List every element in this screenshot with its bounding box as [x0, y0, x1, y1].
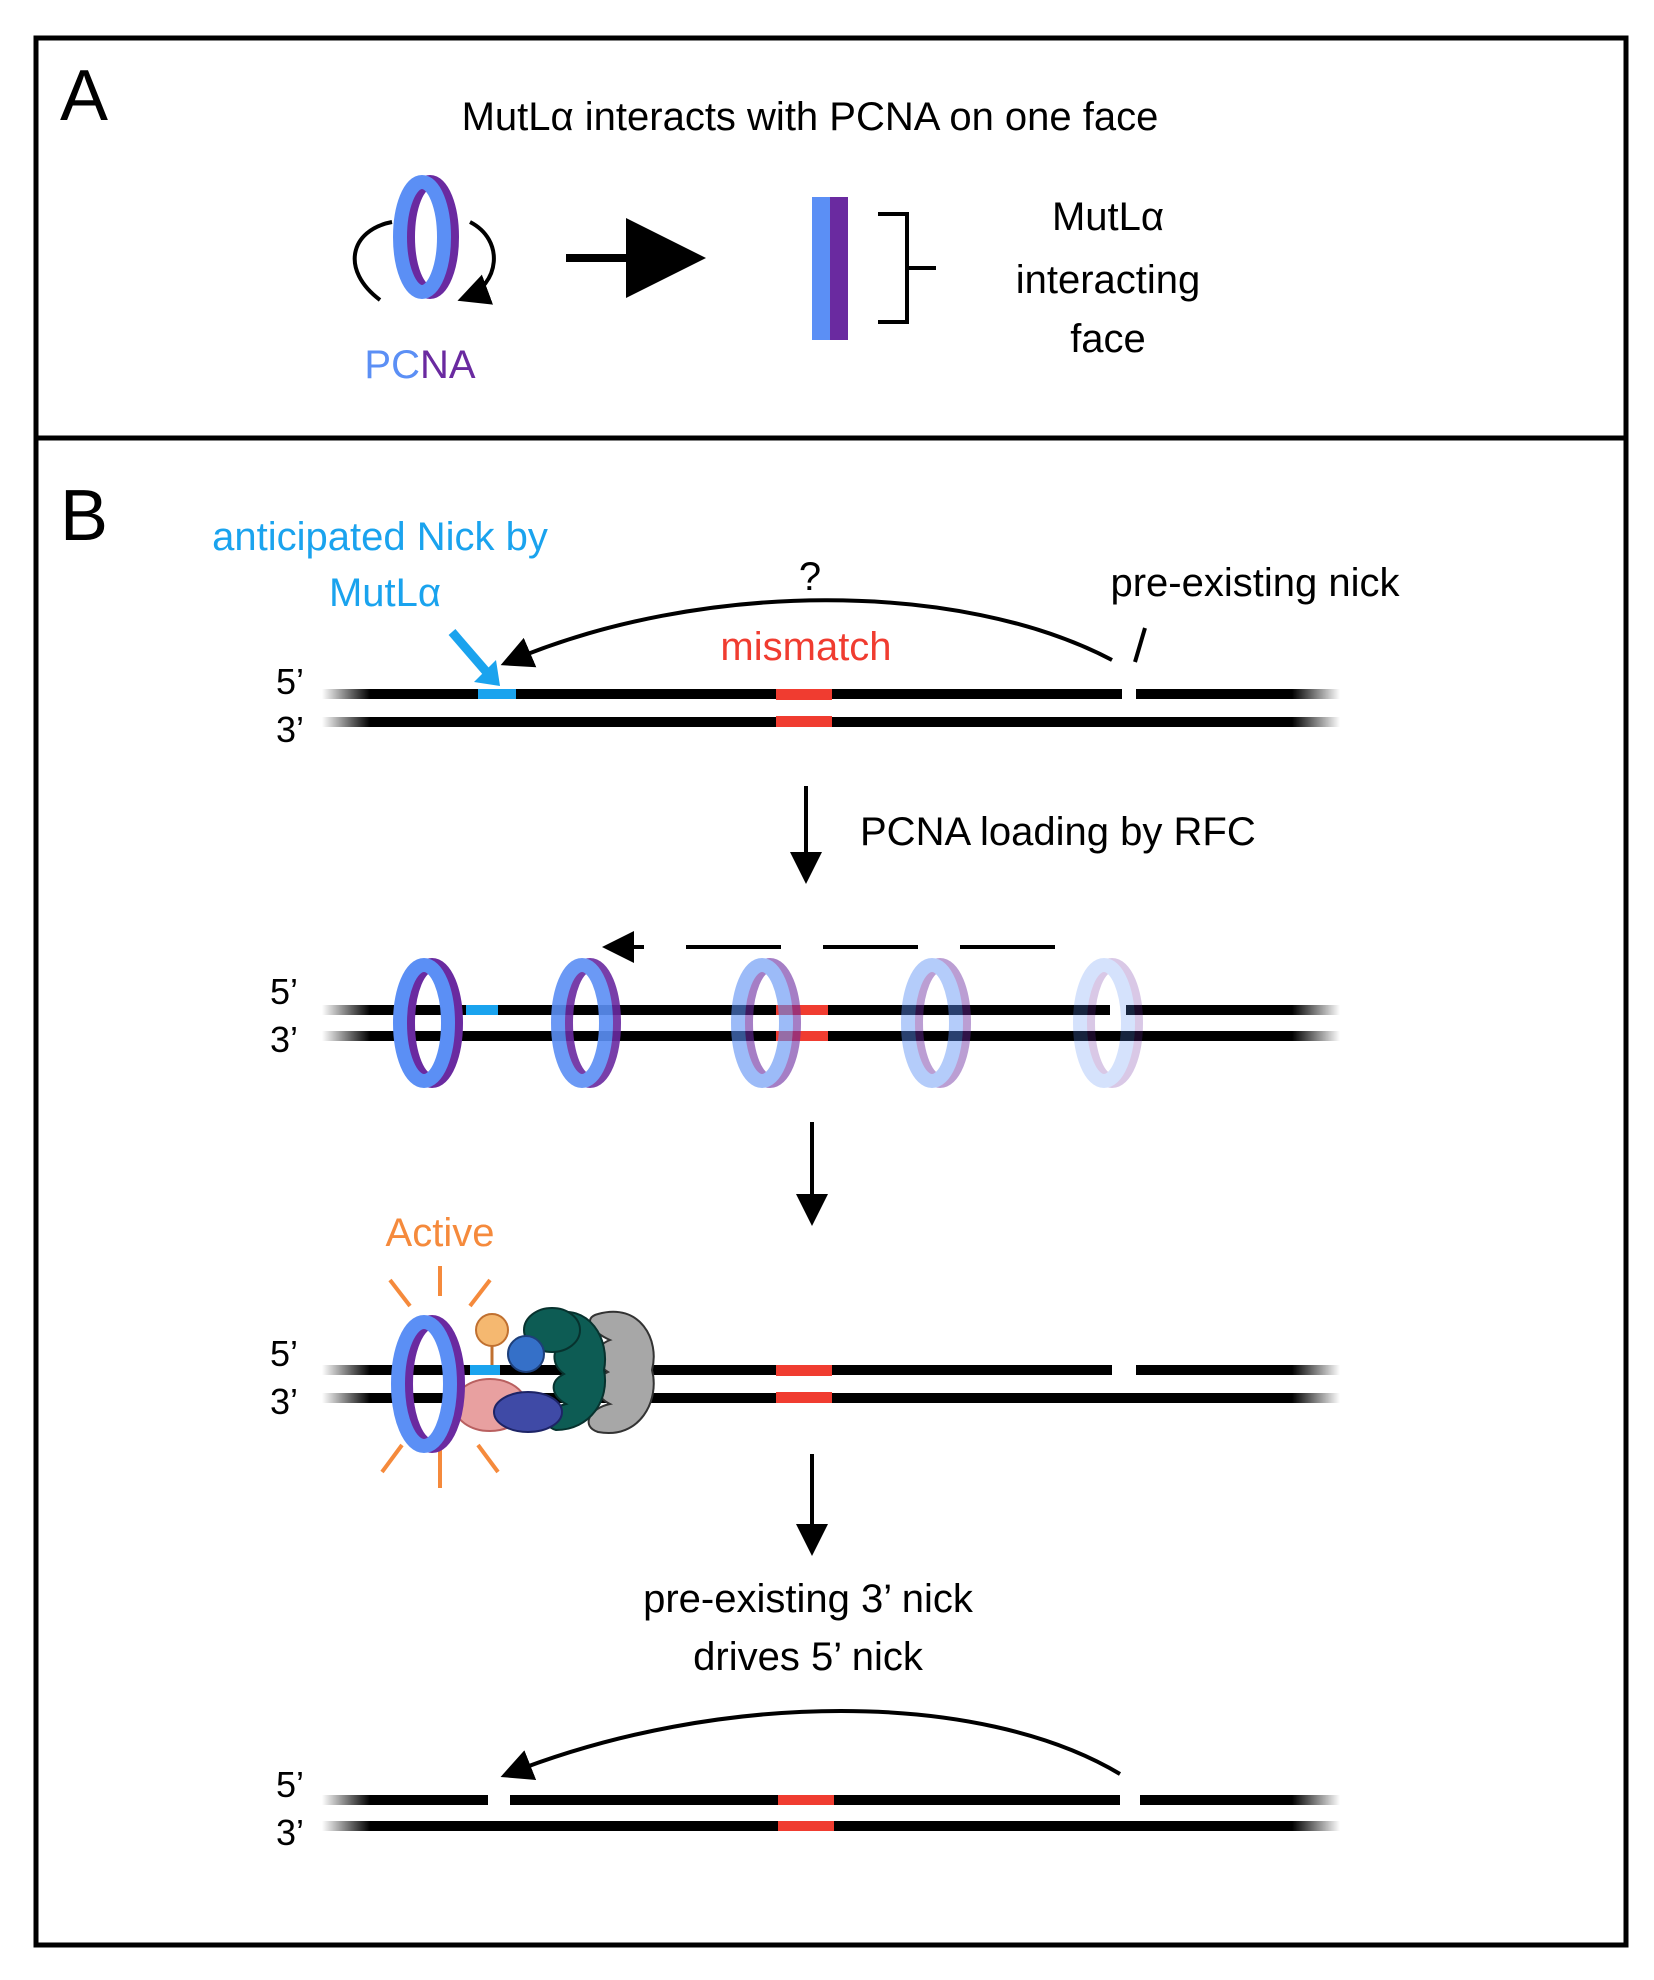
step3-line1: pre-existing 3’ nick — [643, 1577, 974, 1621]
three-prime-label: 3’ — [270, 1019, 298, 1060]
navy-protein-icon — [493, 1391, 563, 1433]
blue-protein-icon — [507, 1335, 545, 1373]
five-prime-label: 5’ — [276, 1764, 304, 1805]
mismatch-gap — [778, 1805, 834, 1821]
active-label: Active — [386, 1211, 495, 1255]
pre-existing-nick-label: pre-existing nick — [1110, 561, 1400, 605]
mismatch-gap — [776, 1376, 832, 1392]
anticipated-nick-line1: anticipated Nick by — [212, 515, 548, 559]
nick-site-active — [470, 1365, 500, 1375]
pcna-side-purple — [830, 197, 848, 340]
panel-a-title: MutLα interacts with PCNA on one face — [462, 95, 1159, 139]
three-prime-label: 3’ — [276, 709, 304, 750]
face-label-line3: face — [1070, 317, 1146, 361]
nick-pointer-arrowhead — [474, 660, 500, 686]
three-prime-label: 3’ — [276, 1812, 304, 1853]
pcna-ring-icon — [1073, 958, 1143, 1088]
three-prime-label: 3’ — [270, 1381, 298, 1422]
pcna-ring-icon — [901, 958, 971, 1088]
question-mark: ? — [799, 555, 821, 599]
step1-label: PCNA loading by RFC — [860, 810, 1256, 854]
pcna-ring-icon — [391, 1315, 465, 1453]
panel-b-frame — [33, 435, 1629, 1948]
face-bracket — [878, 212, 936, 324]
active-burst-icon — [380, 1266, 500, 1488]
panel-b-letter: B — [60, 476, 108, 556]
pcna-ring-icon — [551, 958, 621, 1088]
rotation-arrow-icon — [352, 220, 393, 302]
anticipated-nick-site — [478, 689, 516, 699]
search-arc-arrow — [500, 598, 1113, 668]
anticipated-nick-site — [466, 1005, 498, 1015]
nick-arc-arrow — [500, 1709, 1122, 1781]
pcna-ring-icon — [393, 175, 459, 299]
anticipated-nick-line2: MutLα — [329, 571, 441, 615]
pcna-ring-icon — [731, 958, 801, 1088]
pcna-side-blue — [812, 197, 830, 340]
mismatch-gap — [776, 700, 832, 716]
pcna-label: PCNA — [364, 343, 475, 387]
five-prime-label: 5’ — [276, 661, 304, 702]
mismatch-label: mismatch — [720, 625, 891, 669]
five-prime-label: 5’ — [270, 1333, 298, 1374]
pcna-ring-icon — [393, 958, 463, 1088]
step3-line2: drives 5’ nick — [693, 1635, 924, 1679]
five-prime-label: 5’ — [270, 971, 298, 1012]
face-label-line2: interacting — [1016, 258, 1201, 302]
rotation-arrow-icon — [457, 220, 496, 305]
nick-tick — [1133, 627, 1147, 663]
nick-pointer-arrow — [448, 629, 494, 679]
panel-a-letter: A — [60, 56, 108, 136]
face-label-line1: MutLα — [1052, 195, 1164, 239]
orange-protein-icon — [475, 1313, 509, 1347]
